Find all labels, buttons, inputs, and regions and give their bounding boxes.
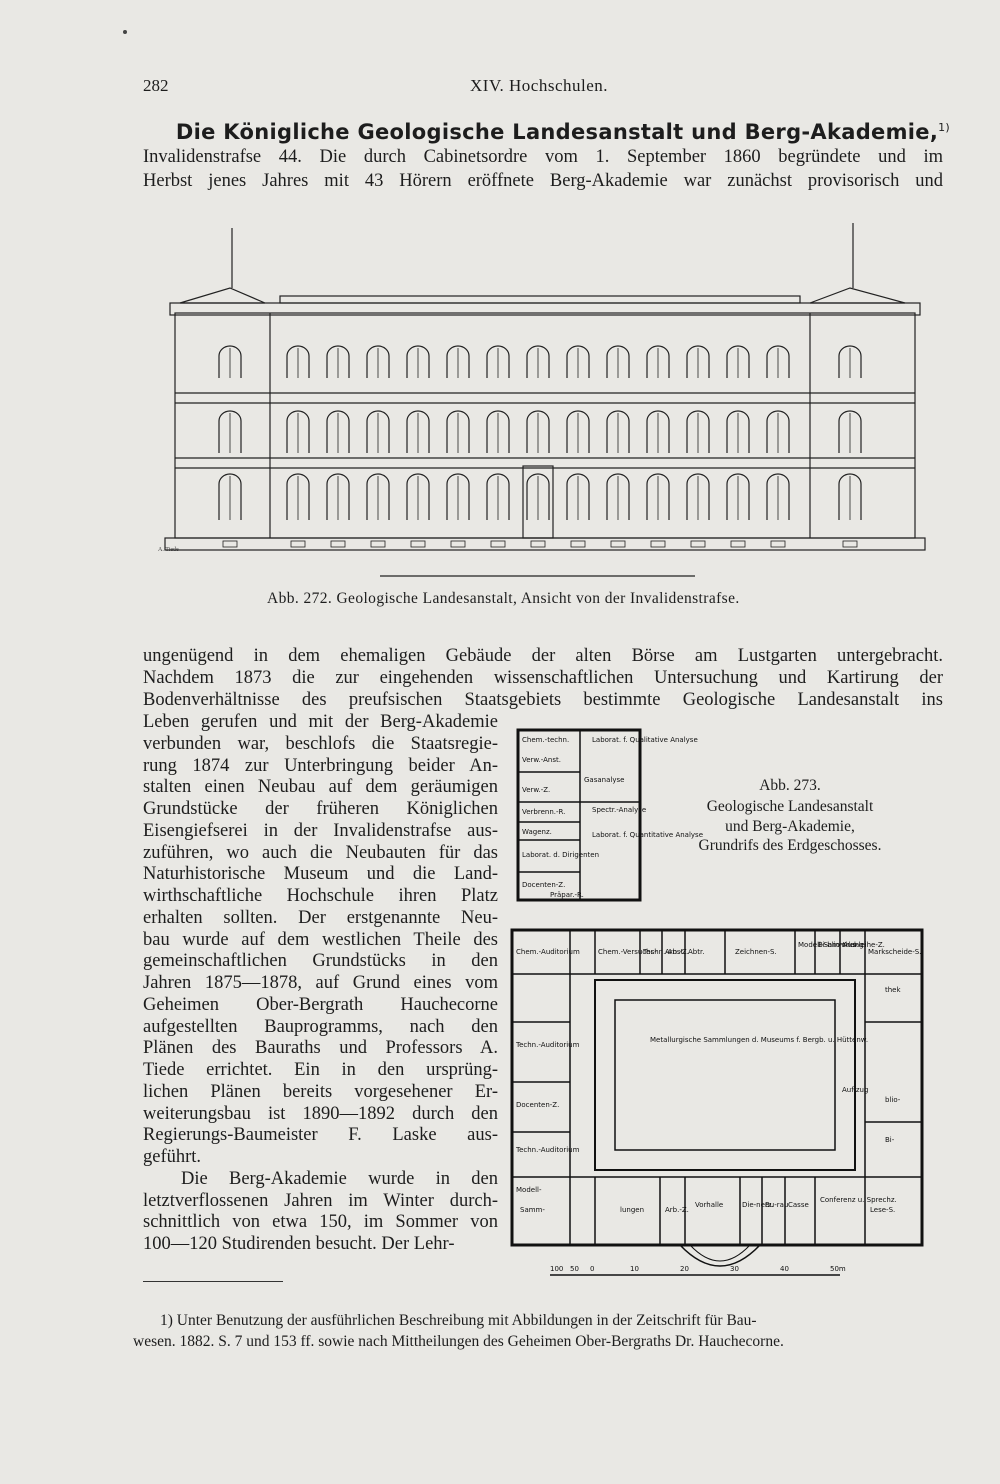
body-line: Leben gerufen und mit der Berg-Akademie	[143, 712, 498, 732]
footnote-line: 1) Unter Benutzung der ausführlichen Bes…	[160, 1312, 757, 1329]
room-label: Modell-Samm-lung	[798, 941, 864, 949]
footnote-marker: 1)	[938, 121, 950, 134]
scale-label: 20	[680, 1265, 689, 1273]
room-label: Bi-blio-thek	[818, 941, 859, 949]
room-label: Spectr.-Analyse	[592, 806, 646, 814]
room-label: Verw.-Z.	[522, 786, 550, 794]
body-line: aufgestellten Bauprogramms, nach den	[143, 1016, 498, 1037]
room-label: Bi-	[885, 1136, 895, 1144]
room-label: Samm-	[520, 1206, 545, 1214]
room-label: Techn.-Auditorium	[515, 1041, 580, 1049]
stray-mark	[123, 30, 127, 34]
room-label: Aus-leihe-Z.	[843, 941, 885, 949]
room-label: Zeichnen-S.	[735, 948, 777, 956]
scale-label: 100	[550, 1265, 563, 1273]
scale-label: 50m	[830, 1265, 846, 1273]
facade-elevation-drawing: A. Tiede	[158, 223, 926, 577]
body-line: Bodenverhältnisse des preufsischen Staat…	[143, 690, 943, 710]
body-line: zuführen, wo auch die Neubauten für das	[143, 842, 498, 863]
body-line: Die Berg-Akademie wurde in den	[181, 1168, 498, 1189]
room-label: blio-	[885, 1096, 901, 1104]
figure-273-caption-line: Abb. 273.	[759, 777, 821, 794]
body-line: verbunden war, beschlofs die Staatsregie…	[143, 733, 498, 754]
body-line: rung 1874 zur Unterbringung beider An-	[143, 755, 498, 776]
room-label: thek	[885, 986, 901, 994]
room-label: Verw.-Anst.	[522, 756, 561, 764]
room-label: Verbrenn.-R.	[522, 808, 565, 816]
body-line: Geheimen Ober-Bergrath Hauchecorne	[143, 994, 498, 1015]
page-number: 282	[143, 76, 169, 95]
body-line: gemeinschaftlichen Grundstücks in den	[143, 951, 498, 972]
room-label: Casse	[788, 1201, 809, 1209]
scale-label: 0	[590, 1265, 594, 1273]
room-label: Gasanalyse	[584, 776, 624, 784]
scale-label: 30	[730, 1265, 739, 1273]
body-line: geführt.	[143, 1147, 202, 1167]
body-line: Grundstücke der früheren Königlichen	[143, 799, 498, 819]
body-line: schnittlich von etwa 150, im Sommer von	[143, 1212, 498, 1233]
figure-273-caption-line: Geologische Landesanstalt	[706, 798, 874, 815]
body-line: Regierungs-Baumeister F. Laske aus-	[143, 1125, 498, 1146]
drawing-signature: A. Tiede	[158, 547, 179, 553]
body-line: ungenügend in dem ehemaligen Gebäude der…	[143, 646, 943, 666]
heading-title: Die Königliche Geologische Landesanstalt…	[175, 120, 939, 144]
room-label: Conferenz u. Sprechz.	[820, 1196, 897, 1204]
room-label: Abtr.	[688, 948, 704, 956]
room-label: Auf-zug	[842, 1086, 868, 1094]
body-line: Eisengiefserei in der Invalidenstrafse a…	[143, 820, 498, 841]
body-line: erhalten sollten. Der erstgenannte Neu-	[143, 907, 498, 928]
room-label: Vorhalle	[695, 1201, 723, 1209]
section-heading: Die Königliche Geologische Landesanstalt…	[143, 120, 950, 144]
body-line: weiterungsbau ist 1890—1892 durch den	[143, 1103, 498, 1124]
room-label: Lese-S.	[870, 1206, 895, 1214]
figure-272-caption: Abb. 272. Geologische Landesanstalt, Ans…	[267, 590, 740, 607]
body-line: Invalidenstrafse 44. Die durch Cabinetso…	[143, 147, 943, 167]
scale-label: 40	[780, 1265, 789, 1273]
body-line: Jahren 1875—1878, auf Grund eines vom	[143, 973, 498, 993]
room-label: Chem.-Auditorium	[516, 948, 580, 956]
body-line: letztverflossenen Jahren im Winter durch…	[143, 1190, 498, 1211]
scale-label: 10	[630, 1265, 639, 1273]
room-label: Bu-rau	[765, 1201, 788, 1209]
footnote-line: wesen. 1882. S. 7 und 153 ff. sowie nach…	[133, 1333, 784, 1350]
room-label: Techn.-Auditorium	[515, 1146, 580, 1154]
room-label: Modell-	[516, 1186, 542, 1194]
body-line: bau wurde auf dem westlichen Theile des	[143, 929, 498, 950]
room-label: Arb.-Z.	[665, 948, 689, 956]
room-label: Laborat. d. Dirigenten	[522, 851, 599, 859]
room-label: Metallurgische Sammlungen d. Museums f. …	[650, 1036, 868, 1044]
room-label: Chem.-techn.	[522, 736, 569, 744]
room-label: Laborat. f. Quantitative Analyse	[592, 831, 703, 839]
body-line: wirthschaftliche Hochschule ihren Platz	[143, 886, 498, 906]
room-label: Docenten-Z.	[516, 1101, 559, 1109]
room-label: Docenten-Z.	[522, 881, 565, 889]
room-label: Chem.-Versuchs-	[598, 948, 657, 956]
body-line: Naturhistorische Museum und die Land-	[143, 864, 498, 885]
body-line: Plänen des Bauraths und Professors A.	[143, 1038, 498, 1059]
floor-plan-drawing: Chem.-techn. Verw.-Anst. Laborat. f. Quali…	[510, 728, 924, 1276]
body-line: Tiede errichtet. Ein in den ursprüng-	[143, 1060, 498, 1080]
scale-label: 50	[570, 1265, 579, 1273]
room-label: Präpar.-R.	[550, 891, 584, 899]
footnote-divider	[143, 1281, 283, 1282]
running-title: XIV. Hochschulen.	[470, 76, 609, 95]
room-label: Markscheide-S.	[868, 948, 921, 956]
room-label: lungen	[620, 1206, 644, 1214]
room-label: Techn.-Anst.	[642, 948, 686, 956]
room-label: Die-nerz.	[742, 1201, 774, 1209]
figure-273-caption-line: Grundrifs des Erdgeschosses.	[698, 837, 882, 854]
body-line: Herbst jenes Jahres mit 43 Hörern eröffn…	[143, 171, 943, 191]
room-label: Laborat. f. Qualitative Analyse	[592, 736, 698, 744]
body-line: stalten einen Neubau auf dem geräumigen	[143, 777, 498, 798]
figure-273-caption-line: und Berg-Akademie,	[725, 818, 855, 835]
room-label: Wagenz.	[522, 828, 552, 836]
body-line: 100—120 Studirenden besucht. Der Lehr-	[143, 1234, 455, 1254]
body-line: Nachdem 1873 die zur eingehenden wissens…	[143, 668, 943, 688]
body-line: lichen Plänen bereits vorgesehener Er-	[143, 1081, 498, 1102]
room-label: Arb.-Z.	[665, 1206, 689, 1214]
